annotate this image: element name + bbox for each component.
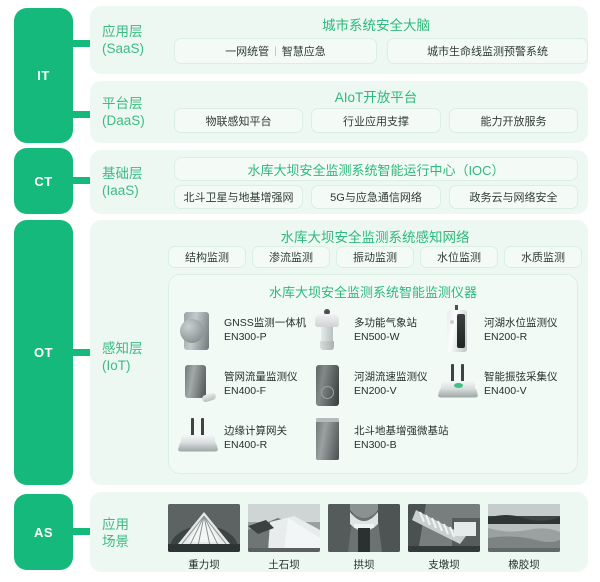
device-name: 管网流量监测仪	[224, 371, 298, 383]
chip-iot-structure[interactable]: 结构监测	[168, 246, 246, 268]
scenario-item[interactable]: 土石坝	[248, 504, 320, 572]
chip-saas-governance[interactable]: 一网统管 | 智慧应急	[174, 38, 377, 64]
chip-daas-iot-platform[interactable]: 物联感知平台	[174, 108, 303, 133]
pipe-flow-meter-icon	[177, 360, 217, 408]
rail-ct: CT	[14, 148, 73, 214]
device-card[interactable]: 河湖流速监测仪 EN200-V	[307, 357, 437, 411]
connector-as-scenarios	[73, 528, 91, 535]
rail-ct-label: CT	[34, 173, 53, 189]
iaas-ioc-title: 水库大坝安全监测系统智能运行中心（IOC）	[174, 157, 578, 181]
chip-iot-seepage[interactable]: 渗流监测	[252, 246, 330, 268]
edge-gateway-icon	[177, 414, 219, 462]
device-card[interactable]: 管网流量监测仪 EN400-F	[177, 357, 307, 411]
embankment-dam-thumbnail	[248, 504, 320, 552]
connector-it-daas	[73, 111, 91, 118]
rail-it: IT	[14, 8, 73, 143]
chip-iaas-beidou-network[interactable]: 北斗卫星与地基增强网	[174, 185, 303, 209]
device-name: GNSS监测一体机	[224, 317, 307, 329]
device-model: EN500-W	[354, 331, 400, 343]
chip-iaas-gov-cloud-security[interactable]: 政务云与网络安全	[449, 185, 578, 209]
device-card[interactable]: 智能振弦采集仪 EN400-V	[437, 357, 567, 411]
gnss-receiver-icon	[177, 306, 217, 354]
scenario-label: 重力坝	[188, 559, 220, 571]
scenario-label: 拱坝	[353, 559, 375, 571]
layer-label-daas: 平台层 (DaaS)	[102, 96, 145, 128]
scenario-label: 支墩坝	[428, 559, 460, 571]
rubber-dam-thumbnail	[488, 504, 560, 552]
device-name: 多功能气象站	[354, 317, 417, 329]
device-name: 边缘计算网关	[224, 425, 287, 437]
device-model: EN400-F	[224, 385, 267, 397]
rail-ot-label: OT	[33, 345, 54, 360]
flow-velocity-sensor-icon	[307, 360, 347, 408]
scenario-item[interactable]: 橡胶坝	[488, 504, 560, 572]
beidou-base-station-icon	[307, 414, 347, 462]
layer-label-scenarios: 应用 场景	[102, 517, 129, 549]
layer-label-iaas: 基础层 (IaaS)	[102, 166, 143, 198]
panel-application-scenarios: 应用 场景	[90, 492, 588, 572]
iot-chip-row: 结构监测 渗流监测 振动监测 水位监测 水质监测	[168, 246, 582, 268]
chip-separator: |	[274, 45, 277, 57]
panel-perception-layer: 感知层 (IoT) 水库大坝安全监测系统感知网络 结构监测 渗流监测 振动监测 …	[90, 220, 588, 485]
rail-as: AS	[14, 494, 73, 570]
scenario-item[interactable]: 拱坝	[328, 504, 400, 572]
device-name: 北斗地基增强微基站	[354, 425, 449, 437]
gravity-dam-thumbnail	[168, 504, 240, 552]
rail-it-label: IT	[37, 68, 50, 83]
device-name: 河湖水位监测仪	[484, 317, 558, 329]
rail-as-label: AS	[33, 524, 54, 540]
scenario-item[interactable]: 支墩坝	[408, 504, 480, 572]
saas-title: 城市系统安全大脑	[322, 18, 430, 33]
device-model: EN200-V	[354, 385, 397, 397]
panel-instruments: 水库大坝安全监测系统智能监测仪器 GNSS监测一体机 EN300-P	[168, 274, 578, 474]
iot-title: 水库大坝安全监测系统感知网络	[280, 230, 470, 245]
scenario-label: 橡胶坝	[508, 559, 540, 571]
connector-it-saas	[73, 40, 91, 47]
device-card[interactable]: 北斗地基增强微基站 EN300-B	[307, 411, 467, 465]
layer-label-iot: 感知层 (IoT)	[102, 341, 143, 373]
device-card[interactable]: GNSS监测一体机 EN300-P	[177, 303, 307, 357]
connector-ot-iot	[73, 349, 91, 356]
device-model: EN400-V	[484, 385, 527, 397]
device-card[interactable]: 多功能气象站 EN500-W	[307, 303, 437, 357]
scenario-strip: 重力坝 土石坝	[168, 504, 560, 572]
device-card[interactable]: 边缘计算网关 EN400-R	[177, 411, 307, 465]
chip-iaas-5g-emergency[interactable]: 5G与应急通信网络	[311, 185, 441, 209]
device-model: EN400-R	[224, 439, 268, 451]
rail-ot: OT	[14, 220, 73, 485]
device-name: 河湖流速监测仪	[354, 371, 428, 383]
weather-station-icon	[307, 306, 347, 354]
instrument-grid: GNSS监测一体机 EN300-P 多功能气象站 EN500-W	[177, 303, 569, 465]
chip-saas-lifeline[interactable]: 城市生命线监测预警系统	[387, 38, 588, 64]
device-model: EN300-P	[224, 331, 267, 343]
saas-chip-row: 一网统管 | 智慧应急 城市生命线监测预警系统	[174, 38, 588, 64]
device-model: EN300-B	[354, 439, 397, 451]
chip-daas-capability-service[interactable]: 能力开放服务	[449, 108, 578, 133]
device-card[interactable]: 河湖水位监测仪 EN200-R	[437, 303, 567, 357]
scenario-label: 土石坝	[268, 559, 300, 571]
panel-infrastructure-layer: 基础层 (IaaS) 水库大坝安全监测系统智能运行中心（IOC） 北斗卫星与地基…	[90, 150, 588, 214]
vibrating-wire-gateway-icon	[437, 360, 479, 408]
scenario-item[interactable]: 重力坝	[168, 504, 240, 572]
device-name: 智能振弦采集仪	[484, 371, 558, 383]
instruments-title: 水库大坝安全监测系统智能监测仪器	[268, 285, 477, 300]
daas-chip-row: 物联感知平台 行业应用支撑 能力开放服务	[174, 108, 578, 133]
connector-ct-iaas	[73, 177, 91, 184]
layer-label-saas: 应用层 (SaaS)	[102, 24, 145, 56]
panel-platform-layer: 平台层 (DaaS) AIoT开放平台 物联感知平台 行业应用支撑 能力开放服务	[90, 81, 588, 143]
buttress-dam-thumbnail	[408, 504, 480, 552]
water-level-sensor-icon	[437, 305, 477, 354]
daas-title: AIoT开放平台	[334, 90, 418, 105]
chip-iot-water-level[interactable]: 水位监测	[420, 246, 498, 268]
panel-application-layer: 应用层 (SaaS) 城市系统安全大脑 一网统管 | 智慧应急 城市生命线监测预…	[90, 6, 588, 74]
iaas-chip-row: 北斗卫星与地基增强网 5G与应急通信网络 政务云与网络安全	[174, 185, 578, 209]
device-model: EN200-R	[484, 331, 528, 343]
chip-iot-water-quality[interactable]: 水质监测	[504, 246, 582, 268]
arch-dam-thumbnail	[328, 504, 400, 552]
chip-daas-industry-support[interactable]: 行业应用支撑	[311, 108, 441, 133]
chip-iot-vibration[interactable]: 振动监测	[336, 246, 414, 268]
